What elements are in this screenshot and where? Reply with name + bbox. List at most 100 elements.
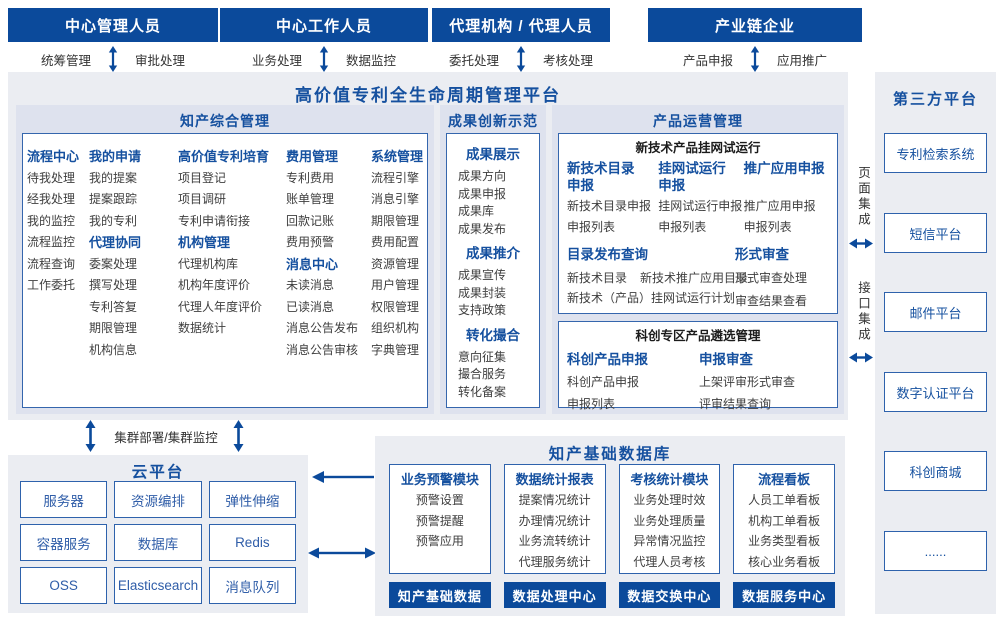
menu-item: 机构年度评价: [178, 278, 251, 292]
actor-right-label: 应用推广: [777, 53, 828, 68]
menu-group-header: 我的申请: [89, 149, 142, 164]
menu-column: 高价值专利培育 项目登记项目调研专利申请衔接 机构管理 代理机构库机构年度评价代…: [178, 146, 286, 361]
third-party-title: 第三方平台: [892, 91, 978, 108]
menu-group-header: 考核统计模块: [630, 472, 709, 487]
menu-group: 专利费用账单管理回款记账费用预警: [286, 168, 371, 254]
menu-item: 消息公告发布: [286, 321, 359, 335]
menu-group-header: 费用管理: [286, 149, 339, 164]
left-arrow-icon: [312, 471, 374, 483]
menu-group: 人员工单看板机构工单看板业务类型看板核心业务看板: [734, 490, 834, 572]
menu-item: 申报列表: [658, 220, 707, 234]
menu-item: 代理人员考核: [633, 554, 706, 569]
menu-item: 流程引擎: [371, 170, 420, 185]
menu-item: 未读消息: [286, 278, 335, 292]
v-double-arrow-icon: [750, 46, 760, 72]
menu-item: 转化备案: [458, 384, 507, 399]
menu-item: 项目登记: [178, 170, 227, 185]
menu-group-header: 科创产品申报: [567, 352, 648, 367]
menu-item: 字典管理: [371, 342, 420, 357]
menu-item: 委案处理: [89, 256, 138, 271]
db-column: 业务预警模块 预警设置预警提醒预警应用 知产基础数据: [389, 464, 491, 608]
menu-item: 已读消息: [286, 299, 335, 314]
actor-labels-row: 产品申报 应用推广: [648, 44, 862, 74]
actor-labels-row: 统筹管理 审批处理: [8, 44, 218, 74]
menu-column: 流程中心 待我处理经我处理我的监控流程监控流程查询工作委托: [27, 146, 89, 361]
menu-column: 我的申请 我的提案提案跟踪我的专利 代理协同 委案处理撰写处理专利答复期限管理机…: [89, 146, 178, 361]
third-party-box-more: ......: [884, 531, 987, 571]
db-column: 数据统计报表 提案情况统计办理情况统计业务流转统计代理服务统计 数据处理中心: [503, 464, 606, 608]
trial-run-box: 新技术产品挂网试运行 新技术目录申报 新技术目录申报申报列表 挂网试运行申报 挂…: [558, 133, 838, 314]
cloud-service-box: 资源编排: [114, 481, 202, 518]
actor-left-label: 委托处理: [448, 53, 499, 68]
menu-group: 新技术目录申报申报列表: [567, 196, 658, 238]
menu-item: 成果申报: [458, 186, 507, 201]
menu-group: 项目登记项目调研专利申请衔接: [178, 168, 286, 233]
menu-item: 意向征集: [458, 349, 507, 364]
v-double-arrow-icon: [319, 46, 329, 72]
menu-item: 提案情况统计: [518, 493, 591, 507]
menu-item: 我的专利: [89, 213, 138, 228]
menu-group: 形式审查处理审查结果查看: [735, 268, 829, 311]
menu-group: 待我处理经我处理我的监控流程监控流程查询工作委托: [27, 168, 89, 297]
menu-group: 预警设置预警提醒预警应用: [390, 490, 490, 552]
db-module-box: 流程看板 人员工单看板机构工单看板业务类型看板核心业务看板: [733, 464, 835, 574]
section-product-ops: 产品运营管理 新技术产品挂网试运行 新技术目录申报 新技术目录申报申报列表 挂网…: [552, 105, 844, 414]
menu-item: 推广应用申报: [743, 199, 816, 213]
menu-item: 成果库: [458, 204, 495, 218]
menu-item: 业务类型看板: [748, 534, 821, 548]
menu-item: 业务流转统计: [518, 534, 591, 548]
menu-group: 委案处理撰写处理专利答复期限管理机构信息: [89, 254, 178, 362]
menu-group-header: 申报审查: [699, 352, 753, 367]
selection-box: 科创专区产品遴选管理 科创产品申报 科创产品申报申报列表 申报审查 上架评审形式…: [558, 321, 838, 411]
ip-management-box: 流程中心 待我处理经我处理我的监控流程监控流程查询工作委托 我的申请 我的提案提…: [22, 133, 428, 408]
v-double-arrow-icon: [233, 420, 244, 452]
actor-header-agency: 代理机构 / 代理人员: [432, 8, 610, 42]
menu-group-header: 成果展示: [466, 147, 520, 162]
menu-column: 新技术目录申报 新技术目录申报申报列表: [567, 160, 658, 238]
actor-right-label: 审批处理: [135, 53, 186, 68]
actor-left-label: 统筹管理: [40, 53, 91, 68]
menu-column: 费用管理 专利费用账单管理回款记账费用预警 消息中心 未读消息已读消息消息公告发…: [286, 146, 371, 361]
actor-header-center-staff: 中心工作人员: [220, 8, 428, 42]
menu-item: 撰写处理: [89, 278, 138, 292]
menu-item: 成果宣传: [458, 268, 507, 282]
menu-group: 成果宣传成果封装支持政策: [447, 267, 539, 320]
menu-item: 申报列表: [743, 220, 792, 234]
menu-item: 预警设置: [415, 493, 464, 507]
menu-item: 代理机构库: [178, 256, 239, 271]
menu-item: 消息公告审核: [286, 342, 359, 357]
db-footer-bar: 知产基础数据: [389, 582, 491, 608]
menu-item: 业务处理时效: [633, 493, 706, 507]
db-footer-bar: 数据交换中心: [618, 582, 721, 608]
db-module-box: 数据统计报表 提案情况统计办理情况统计业务流转统计代理服务统计: [503, 464, 606, 574]
db-footer-bar: 数据服务中心: [733, 582, 835, 608]
db-module-box: 考核统计模块 业务处理时效业务处理质量异常情况监控代理人员考核: [618, 464, 721, 574]
actor-right-label: 考核处理: [543, 53, 594, 68]
menu-group: 业务处理时效业务处理质量异常情况监控代理人员考核: [620, 490, 720, 572]
menu-item: 工作委托: [27, 278, 76, 292]
actor-header-industry-chain: 产业链企业: [648, 8, 862, 42]
menu-column: 科创产品申报 科创产品申报申报列表: [567, 350, 699, 414]
catalog-query-block: 目录发布查询 新技术目录新技术推广应用目录 新技术（产品）挂网试运行计划: [567, 245, 748, 311]
menu-group-header: 挂网试运行申报: [658, 161, 726, 193]
actor-labels-row: 委托处理 考核处理: [432, 44, 610, 74]
menu-item: 申报列表: [567, 220, 616, 234]
menu-item: 科创产品申报: [567, 375, 640, 389]
menu-item: 账单管理: [286, 192, 335, 206]
menu-item: 成果发布: [458, 221, 507, 236]
menu-group-header: 流程看板: [758, 472, 811, 487]
menu-group: 科创产品申报申报列表: [567, 372, 699, 414]
menu-group: 代理机构库机构年度评价代理人年度评价数据统计: [178, 254, 286, 340]
api-integration-label: 接口集成: [856, 281, 870, 343]
menu-item: 新技术（产品）挂网试运行计划: [567, 291, 736, 305]
menu-group: 未读消息已读消息消息公告发布消息公告审核: [286, 275, 371, 361]
menu-group-header: 系统管理: [371, 149, 424, 164]
actor-right-label: 数据监控: [346, 53, 397, 68]
ip-database-panel: 知产基础数据库 业务预警模块 预警设置预警提醒预警应用 知产基础数据 数据统计报…: [375, 436, 845, 616]
section-title: 成果创新示范: [448, 113, 538, 129]
menu-item: 资源管理: [371, 256, 420, 271]
menu-group-header: 目录发布查询: [567, 247, 648, 262]
menu-column: 申报审查 上架评审形式审查评审结果查询: [699, 350, 829, 414]
v-double-arrow-icon: [85, 420, 96, 452]
